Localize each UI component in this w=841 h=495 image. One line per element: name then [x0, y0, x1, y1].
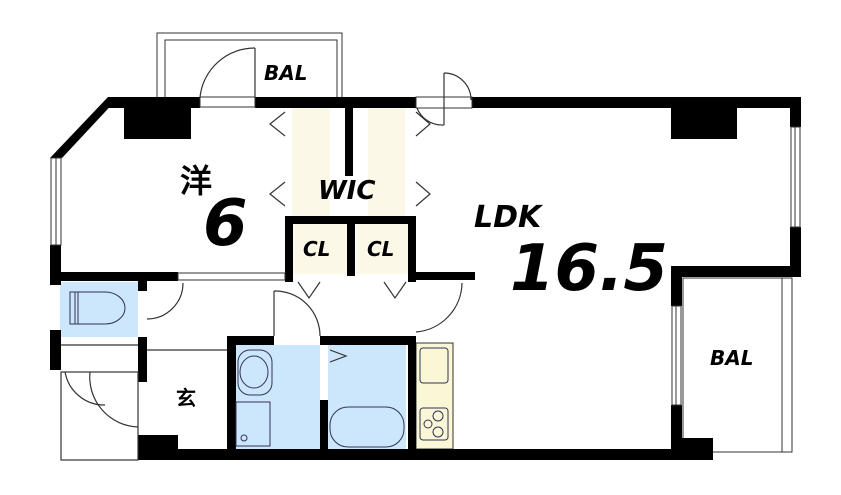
doors [60, 47, 472, 461]
kitchen-counter [415, 342, 454, 450]
walls [50, 97, 801, 460]
western-room-label: 洋 [180, 162, 213, 200]
closet-2-fill [356, 224, 408, 274]
balcony-top [156, 32, 343, 99]
closet-2-label: CL [367, 237, 395, 261]
balcony-right [682, 277, 793, 453]
closet-1-label: CL [303, 237, 331, 261]
western-room-size: 6 [203, 187, 248, 261]
washroom-fill [236, 345, 320, 449]
closet-1-fill [292, 224, 347, 274]
ldk-size: 16.5 [510, 232, 668, 306]
fixtures [69, 291, 449, 448]
balcony-top-label: BAL [264, 61, 308, 85]
entrance-label: 玄 [176, 386, 196, 410]
balcony-right-label: BAL [710, 346, 754, 370]
wic-label: WIC [318, 176, 376, 206]
toilet-room-fill [60, 282, 138, 337]
bathroom-fill [328, 345, 406, 449]
ldk-label: LDK [474, 200, 542, 235]
